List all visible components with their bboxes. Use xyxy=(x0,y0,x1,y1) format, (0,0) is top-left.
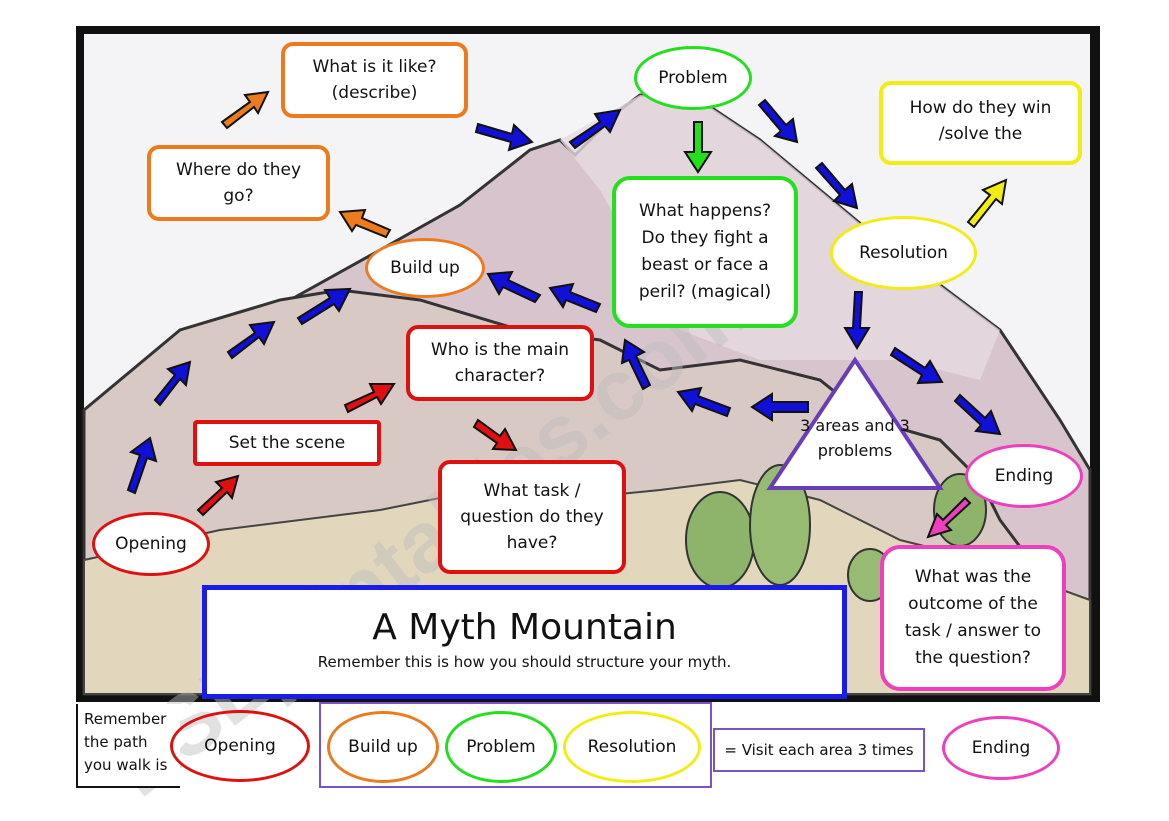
what-like-box: What is it like? (describe) xyxy=(281,42,468,118)
yellow-arrow xyxy=(966,178,1008,229)
green-arrow xyxy=(683,121,713,174)
blue-arrow xyxy=(126,436,158,495)
outcome-label: What was the outcome of the task / answe… xyxy=(904,567,1042,668)
legend-build-up-oval: Build up xyxy=(327,711,439,783)
ending-oval: Ending xyxy=(965,444,1083,508)
legend-resolution-label: Resolution xyxy=(587,737,677,757)
page-title: A Myth Mountain xyxy=(372,607,677,648)
where-go-box: Where do they go? xyxy=(147,145,330,221)
page-subtitle: Remember this is how you should structur… xyxy=(317,653,732,671)
blue-arrow xyxy=(757,98,799,144)
blue-arrow xyxy=(296,287,352,326)
main-character-box: Who is the main character? xyxy=(406,325,594,401)
set-the-scene-label: Set the scene xyxy=(228,433,346,453)
where-go-label: Where do they go? xyxy=(175,160,302,206)
blue-arrow xyxy=(814,161,859,210)
blue-arrow xyxy=(153,360,192,407)
blue-arrow xyxy=(750,392,809,422)
what-happens-box: What happens? Do they fight a beast or f… xyxy=(612,176,798,328)
tree xyxy=(685,491,755,589)
ending-label: Ending xyxy=(994,466,1054,486)
task-question-label: What task / question do they have? xyxy=(460,481,604,553)
legend-visit-note-box: = Visit each area 3 times xyxy=(713,728,925,772)
legend-problem-oval: Problem xyxy=(445,711,557,783)
orange-arrow xyxy=(338,208,392,239)
legend-visit-note: = Visit each area 3 times xyxy=(724,741,914,759)
path-arrows xyxy=(126,90,1008,539)
legend-build-up-label: Build up xyxy=(348,737,418,757)
orange-arrow xyxy=(220,90,270,130)
blue-arrow xyxy=(889,346,944,385)
build-up-oval: Build up xyxy=(365,238,485,298)
blue-arrow xyxy=(676,386,732,418)
areas-problems-label: 3 areas and 3 problems xyxy=(800,416,910,460)
legend-opening-label: Opening xyxy=(204,736,276,756)
opening-oval: Opening xyxy=(92,512,210,576)
legend-group-box xyxy=(319,702,712,788)
blue-arrow xyxy=(474,122,534,152)
blue-arrow xyxy=(486,270,542,304)
legend-problem-label: Problem xyxy=(466,737,536,757)
blue-arrow xyxy=(620,338,652,391)
legend-ending-label: Ending xyxy=(971,738,1031,758)
title-box: A Myth Mountain Remember this is how you… xyxy=(202,585,847,699)
resolution-label: Resolution xyxy=(859,243,948,263)
task-question-box: What task / question do they have? xyxy=(438,460,626,574)
red-arrow xyxy=(196,474,240,517)
legend-resolution-oval: Resolution xyxy=(563,711,701,783)
areas-triangle xyxy=(766,356,944,490)
areas-problems-label-wrap: 3 areas and 3 problems xyxy=(796,398,914,478)
how-win-label: How do they win /solve the xyxy=(909,98,1052,144)
resolution-oval: Resolution xyxy=(830,216,977,290)
blue-arrow xyxy=(568,108,622,150)
legend-opening-oval: Opening xyxy=(170,710,310,782)
opening-label: Opening xyxy=(115,534,187,554)
outcome-box: What was the outcome of the task / answe… xyxy=(880,545,1066,691)
how-win-box: How do they win /solve the xyxy=(879,81,1082,165)
blue-arrow xyxy=(548,282,602,314)
pink-arrow xyxy=(926,496,972,539)
problem-label: Problem xyxy=(658,68,728,88)
blue-arrow xyxy=(843,291,871,350)
set-the-scene-box: Set the scene xyxy=(193,420,381,466)
red-arrow xyxy=(343,383,396,414)
blue-arrow xyxy=(953,393,1002,436)
what-like-label: What is it like? (describe) xyxy=(312,57,437,103)
build-up-label: Build up xyxy=(390,258,460,278)
legend-ending-oval: Ending xyxy=(942,716,1060,780)
blue-arrow xyxy=(226,320,276,360)
red-arrow xyxy=(472,418,518,452)
what-happens-label: What happens? Do they fight a beast or f… xyxy=(638,201,772,302)
legend-intro-box: Remember the path you walk is xyxy=(76,704,180,788)
main-character-label: Who is the main character? xyxy=(430,340,570,386)
problem-oval: Problem xyxy=(634,46,752,110)
legend-intro: Remember the path you walk is xyxy=(84,710,168,774)
